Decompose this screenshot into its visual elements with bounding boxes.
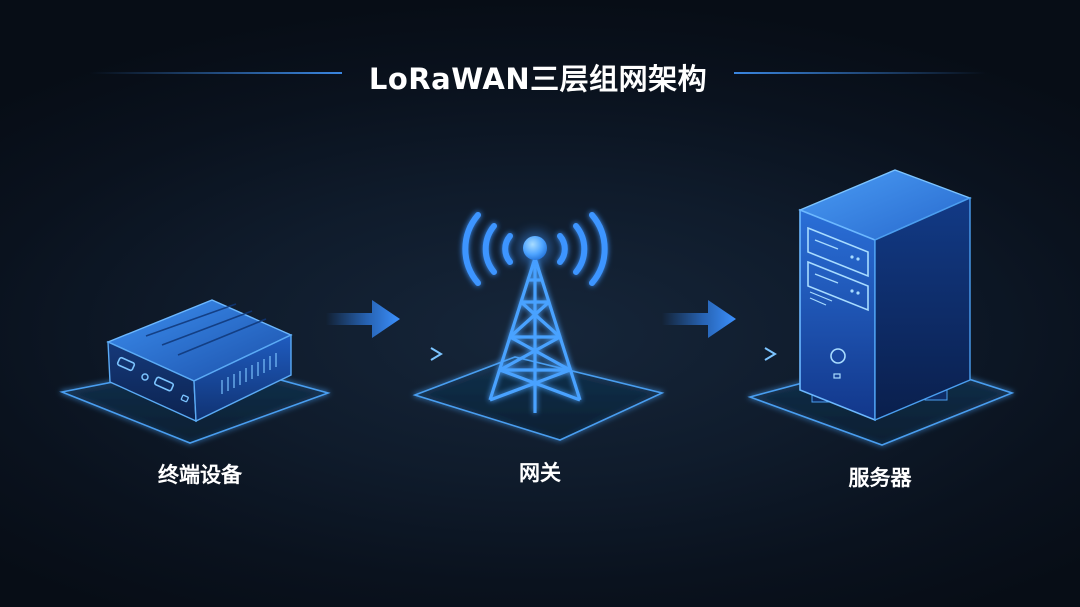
thin-arrow-1-head bbox=[430, 347, 443, 361]
node-label-server: 服务器 bbox=[848, 466, 912, 490]
node-label-gateway: 网关 bbox=[519, 461, 561, 485]
title-divider-right bbox=[734, 72, 986, 74]
title-divider-left bbox=[90, 72, 342, 74]
title-row: LoRaWAN三层组网架构 bbox=[0, 50, 1080, 100]
page-title: LoRaWAN三层组网架构 bbox=[368, 62, 708, 96]
big-arrow-2 bbox=[662, 300, 736, 338]
tower-beacon bbox=[523, 236, 547, 260]
server-power-icon bbox=[830, 348, 846, 364]
edge-device-to-gateway bbox=[292, 300, 443, 361]
edge-gateway-to-server bbox=[618, 300, 777, 361]
gateway-platform bbox=[412, 356, 665, 441]
server-tower-icon bbox=[747, 169, 1015, 446]
node-label-end-device: 终端设备 bbox=[158, 463, 242, 487]
radio-tower-icon bbox=[412, 212, 665, 441]
end-device-box-icon bbox=[59, 299, 331, 444]
thin-arrow-2-head bbox=[764, 347, 777, 361]
big-arrow-1 bbox=[326, 300, 400, 338]
